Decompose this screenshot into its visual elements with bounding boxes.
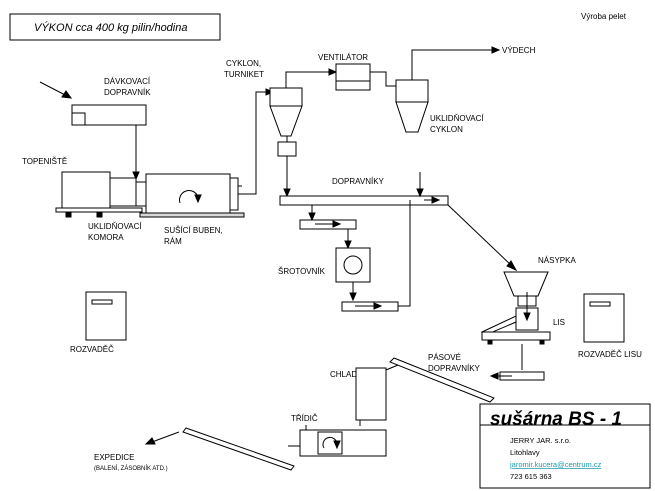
- mill-conveyor-arrowhead: [373, 302, 383, 310]
- label-topeniste: TOPENIŠTĚ: [22, 157, 67, 166]
- header-right-label: Výroba pelet: [581, 12, 627, 21]
- fan-to-cyclone-pipe: [370, 71, 398, 87]
- label-nasypka: NÁSYPKA: [538, 256, 576, 265]
- company-phone: 723 615 363: [510, 472, 552, 481]
- dispatch-arrow-line: [151, 431, 180, 443]
- hopper-feed-arrowhead: [523, 312, 531, 322]
- label-rozvadec: ROZVADĚČ: [70, 345, 114, 354]
- furnace-foot-right: [96, 211, 103, 218]
- rotation-arrowhead: [194, 194, 202, 204]
- label-buben-2: RÁM: [164, 237, 182, 246]
- feed-input-arrowhead: [61, 90, 73, 99]
- company-city: Litohlavy: [510, 448, 540, 457]
- dosing-conveyor-motor: [71, 112, 86, 126]
- label-dopravniky: DOPRAVNÍKY: [332, 177, 385, 186]
- sub-to-mill-arrowhead: [344, 240, 352, 250]
- hammer-mill-rotor: [343, 255, 363, 275]
- main-conveyor-arrowhead: [431, 196, 441, 204]
- cooler: [355, 367, 387, 421]
- exhaust-arrowhead: [491, 46, 501, 54]
- mill-arrowhead: [349, 292, 357, 302]
- label-uklid-cyklon-2: CYKLON: [430, 125, 463, 134]
- press-switchboard-display: [589, 301, 611, 307]
- label-dopravnik: DOPRAVNÍK: [104, 88, 151, 97]
- drop-to-sub-arrowhead: [308, 212, 316, 222]
- return-down-arrowhead: [416, 188, 424, 198]
- label-rozvadec-lisu: ROZVADĚČ LISU: [578, 350, 642, 359]
- label-uklid-cyklon-1: UKLIDŇOVACÍ: [430, 114, 484, 123]
- label-buben-1: SUŠÍCÍ BUBEN,: [164, 226, 223, 235]
- company-box: [479, 403, 651, 489]
- furnace: [61, 171, 111, 211]
- drum-to-cyclone-pipe: [238, 91, 268, 195]
- sorter-drum: [317, 431, 343, 455]
- drying-drum: [145, 173, 231, 215]
- label-lis: LIS: [553, 318, 565, 327]
- press-output-arrowhead: [489, 372, 499, 380]
- label-vydech: VÝDECH: [502, 46, 536, 55]
- label-expedice: EXPEDICE: [94, 453, 134, 462]
- diagram-title: VÝKON cca 400 kg pilin/hodina: [34, 21, 187, 34]
- settling-chamber: [109, 177, 137, 207]
- company-name: JERRY JAR. s.r.o.: [510, 436, 571, 445]
- cyclone-to-fan-pipe: [285, 71, 331, 88]
- sorter-rotation-arrowhead: [333, 440, 341, 450]
- rotary-valve: [277, 141, 297, 157]
- product-name: sušárna BS - 1: [490, 409, 622, 430]
- cyclone-cone: [269, 105, 303, 137]
- label-uklid-komora-2: KOMORA: [88, 233, 124, 242]
- conveyor-to-hopper-line: [447, 204, 513, 267]
- hopper: [503, 271, 549, 297]
- dosing-arrowhead: [132, 171, 140, 181]
- label-expedice-sub: (BALENÍ, ZÁSOBNÍK ATD.): [94, 465, 168, 472]
- dispatch-arrowhead: [144, 437, 156, 445]
- settling-cyclone-body: [395, 79, 429, 103]
- label-davkovaci: DÁVKOVACÍ: [104, 77, 151, 86]
- rotation-icon: [179, 190, 199, 204]
- company-email-link[interactable]: jaromir.kucera@centrum.cz: [509, 460, 602, 469]
- main-conveyor: [279, 195, 449, 206]
- label-cyklon: CYKLON,: [226, 59, 261, 68]
- switchboard-display: [91, 299, 113, 305]
- drum-frame: [139, 212, 245, 218]
- cyclone-body: [269, 87, 303, 107]
- label-pasove-2: DOPRAVNÍKY: [428, 364, 481, 373]
- sorter: [299, 429, 387, 457]
- label-turniket: TURNIKET: [224, 70, 264, 79]
- sub-conveyor-arrowhead: [332, 220, 342, 228]
- label-chladic: CHLADIČ: [330, 370, 365, 379]
- press-switchboard: [583, 293, 625, 343]
- cyclone-to-fan-arrowhead: [328, 68, 338, 76]
- title-box: [9, 13, 221, 41]
- press-base: [481, 331, 551, 341]
- label-uklid-komora-1: UKLIDŇOVACÍ: [88, 222, 142, 231]
- mill-return-line: [398, 200, 411, 307]
- furnace-base: [55, 207, 143, 213]
- fan-base: [335, 80, 371, 91]
- press-foot-left: [487, 339, 493, 345]
- settling-cyclone-cone: [395, 101, 429, 133]
- label-srotovnik: ŠROTOVNÍK: [278, 267, 326, 276]
- press-chute: [480, 315, 517, 335]
- dispatch-conveyor: [182, 427, 295, 471]
- belt-conveyor: [389, 357, 495, 403]
- label-tridic: TŘÍDIČ: [291, 414, 318, 423]
- cooler-feed-line: [385, 364, 399, 371]
- furnace-foot-left: [65, 211, 72, 218]
- press-foot-right: [539, 339, 545, 345]
- conveyor-to-hopper-arrowhead: [506, 260, 518, 272]
- label-ventilator: VENTILÁTOR: [318, 53, 368, 62]
- switchboard: [85, 291, 127, 341]
- exhaust-pipe: [411, 49, 494, 80]
- drum-outlet: [229, 177, 239, 211]
- valve-arrowhead: [283, 188, 291, 198]
- label-pasove-1: PÁSOVÉ: [428, 353, 461, 362]
- drum-inlet: [135, 181, 147, 207]
